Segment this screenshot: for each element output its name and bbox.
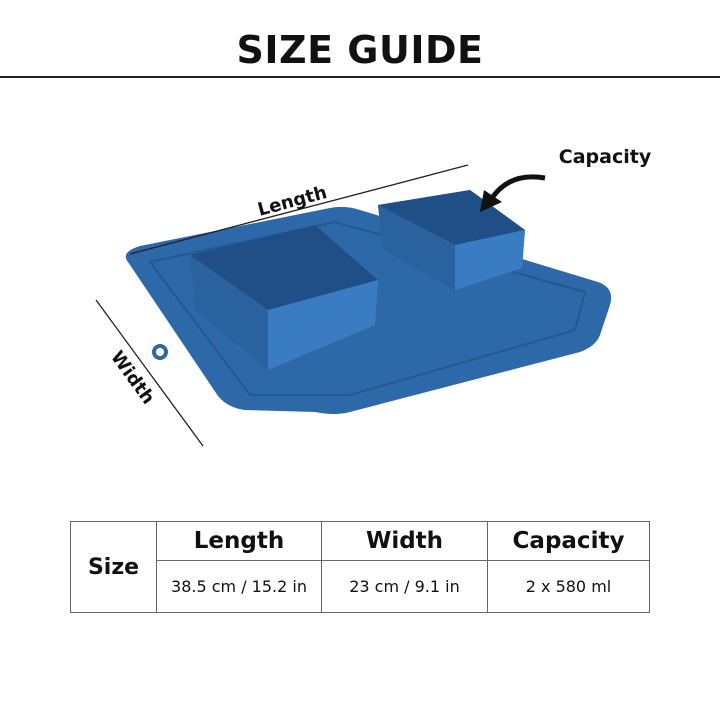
size-row-header: Size	[70, 521, 157, 613]
width-value: 23 cm / 9.1 in	[321, 560, 488, 613]
column-header-width: Width	[321, 521, 488, 561]
capacity-arrow-icon	[489, 174, 546, 200]
product-diagram: Length Width Capacity	[95, 146, 652, 447]
size-table: Size Length Width Capacity 38.5 cm / 15.…	[70, 521, 650, 613]
capacity-value: 2 x 580 ml	[487, 560, 650, 613]
column-header-capacity: Capacity	[487, 521, 650, 561]
length-value: 38.5 cm / 15.2 in	[156, 560, 322, 613]
title-divider	[0, 76, 720, 78]
length-dimension-line	[129, 164, 469, 255]
capacity-label: Capacity	[559, 146, 652, 168]
width-dimension-line	[95, 299, 204, 447]
width-label: Width	[106, 347, 158, 408]
column-header-length: Length	[156, 521, 322, 561]
page-title: SIZE GUIDE	[236, 28, 484, 72]
product-image	[125, 190, 612, 414]
